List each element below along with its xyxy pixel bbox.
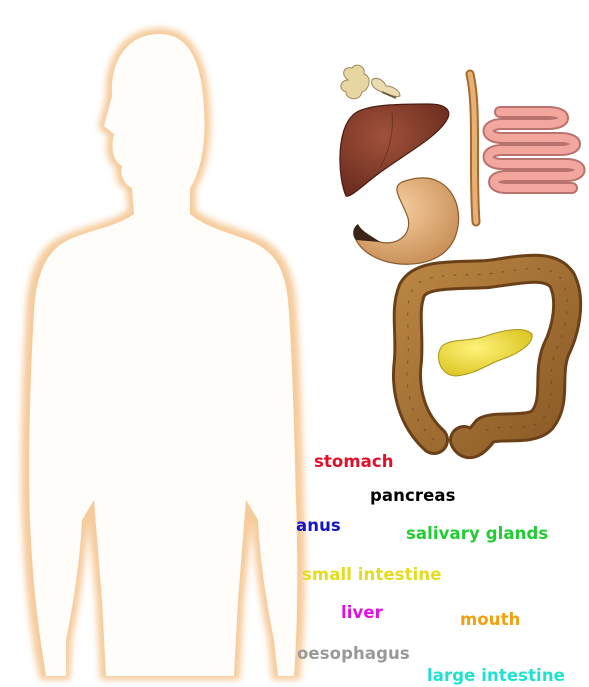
salivary-glands-organ[interactable] [341, 65, 400, 99]
human-body-outline [21, 28, 305, 680]
stomach-organ[interactable] [353, 178, 458, 264]
label-oesophagus[interactable]: oesophagus [297, 646, 410, 663]
label-large-intestine[interactable]: large intestine [427, 668, 565, 685]
label-liver[interactable]: liver [341, 605, 383, 622]
label-pancreas[interactable]: pancreas [370, 488, 456, 505]
label-small-intestine[interactable]: small intestine [302, 567, 442, 584]
label-mouth[interactable]: mouth [460, 612, 520, 629]
label-salivary-glands[interactable]: salivary glands [406, 526, 548, 543]
small-intestine-organ[interactable] [489, 112, 580, 188]
label-anus[interactable]: anus [296, 518, 341, 535]
oesophagus-organ[interactable] [470, 74, 476, 222]
label-stomach[interactable]: stomach [314, 454, 394, 471]
pancreas-organ[interactable] [438, 330, 532, 376]
